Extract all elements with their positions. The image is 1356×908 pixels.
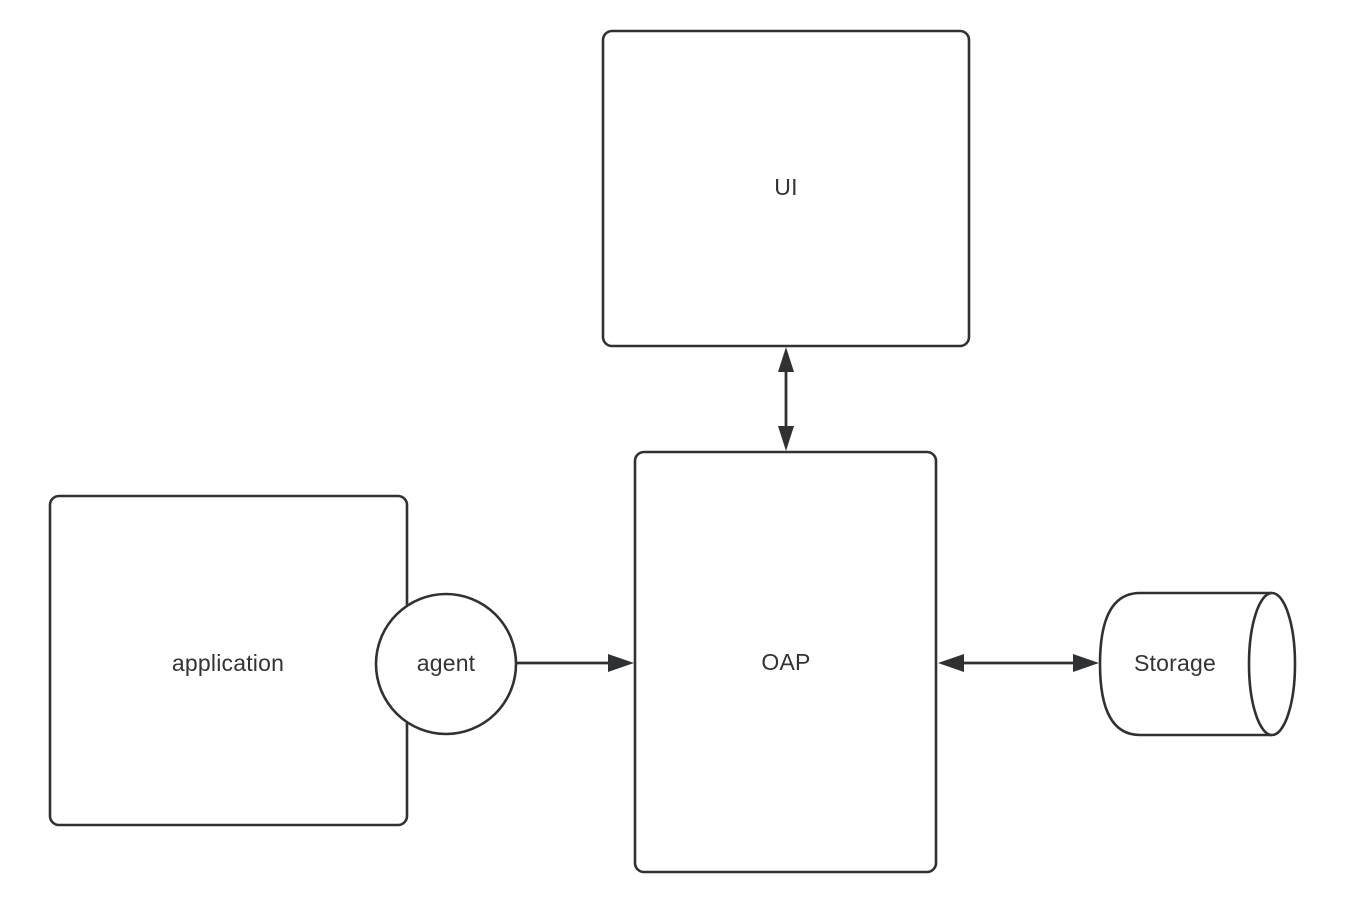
node-oap[interactable]: OAP bbox=[633, 450, 938, 874]
edge-ui-oap-arrowhead-up bbox=[778, 347, 794, 372]
storage-cylinder-body[interactable] bbox=[1098, 591, 1272, 737]
ui-box[interactable] bbox=[601, 29, 971, 348]
storage-label: Storage bbox=[1134, 650, 1216, 676]
node-agent[interactable]: agent bbox=[374, 592, 518, 736]
node-ui[interactable]: UI bbox=[601, 29, 971, 348]
edge-oap-storage-arrowhead-left bbox=[938, 654, 964, 672]
edge-oap-storage-arrowhead-right bbox=[1073, 654, 1099, 672]
node-storage[interactable]: Storage bbox=[1098, 591, 1297, 737]
storage-cylinder-cap[interactable] bbox=[1247, 591, 1297, 737]
edge-agent-oap-arrowhead bbox=[608, 654, 634, 672]
edge-ui-oap-arrowhead-down bbox=[778, 426, 794, 451]
application-label: application bbox=[172, 650, 284, 676]
node-application[interactable]: application bbox=[48, 494, 409, 827]
agent-label: agent bbox=[417, 650, 476, 676]
edge-agent-oap[interactable] bbox=[516, 654, 634, 672]
oap-label: OAP bbox=[761, 649, 810, 675]
oap-box[interactable] bbox=[633, 450, 938, 874]
ui-label: UI bbox=[774, 174, 797, 200]
edge-oap-storage[interactable] bbox=[938, 654, 1099, 672]
edge-ui-oap[interactable] bbox=[778, 347, 794, 451]
